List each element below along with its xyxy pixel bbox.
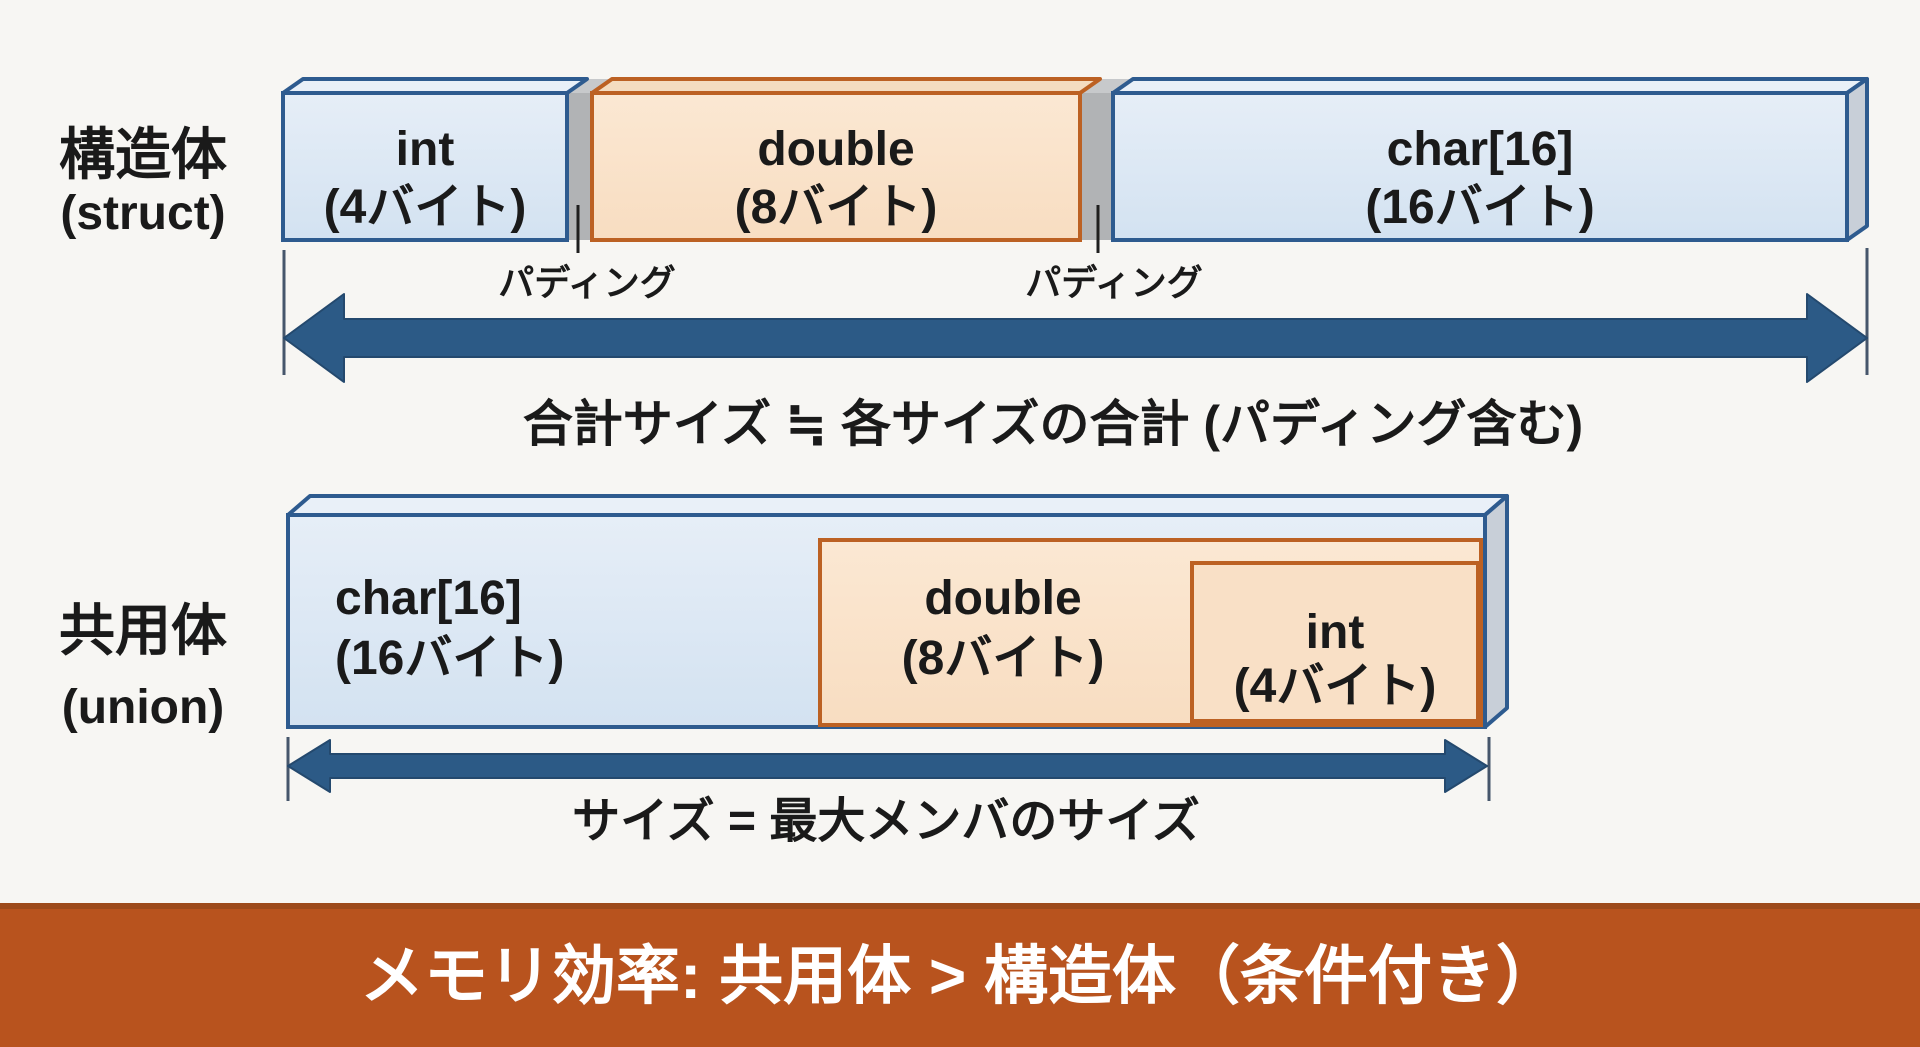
union-int-label: int — [1306, 606, 1365, 659]
union-double-size: (8バイト) — [902, 632, 1105, 685]
union-size-label: サイズ = 最大メンバのサイズ — [572, 795, 1200, 848]
padding-gap-1-top-face — [567, 79, 612, 93]
union-label-en: (union) — [62, 681, 225, 734]
struct-int-box — [281, 91, 569, 242]
padding-label-1: パディング — [498, 262, 675, 303]
struct-double-box — [590, 91, 1082, 242]
struct-label-ja: 構造体 — [59, 123, 227, 186]
banner-background — [0, 903, 1920, 1047]
struct-char-box-top-face — [1111, 77, 1869, 95]
union-char-box-side-face — [1483, 494, 1509, 729]
union-char-size: (16バイト) — [335, 632, 564, 685]
banner-top-edge — [0, 903, 1920, 909]
struct-char-size: (16バイト) — [1365, 181, 1594, 234]
struct-total-double-arrow-icon — [283, 293, 1868, 383]
struct-double-label: double — [757, 123, 914, 176]
union-section: 共用体 (union) char[16] (16バイト) double (8バイ… — [59, 494, 1509, 848]
struct-double-box-top-face — [590, 77, 1102, 95]
struct-section: 構造体 (struct) int (4バイト) double (8バイト) ch… — [59, 77, 1869, 452]
struct-label-en: (struct) — [60, 187, 225, 240]
banner-text: メモリ効率: 共用体 > 構造体（条件付き） — [360, 940, 1560, 1012]
struct-char-label: char[16] — [1387, 123, 1574, 176]
union-int-box — [1190, 561, 1480, 723]
union-char-box-top-face — [286, 494, 1509, 517]
union-label-ja: 共用体 — [59, 599, 227, 662]
padding-gap-2-top-face — [1080, 79, 1133, 93]
struct-char-box-side-face — [1845, 77, 1869, 242]
union-char-label: char[16] — [335, 572, 522, 625]
struct-total-size-label: 合計サイズ ≒ 各サイズの合計 (パディング含む) — [523, 396, 1583, 452]
struct-int-size: (4バイト) — [324, 181, 527, 234]
union-double-label: double — [924, 572, 1081, 625]
struct-double-size: (8バイト) — [735, 181, 938, 234]
bottom-banner: メモリ効率: 共用体 > 構造体（条件付き） — [0, 903, 1920, 1047]
union-size-double-arrow-icon — [287, 739, 1488, 793]
union-int-size: (4バイト) — [1234, 660, 1437, 713]
struct-char-box — [1111, 91, 1849, 242]
struct-int-label: int — [396, 123, 455, 176]
padding-label-2: パディング — [1025, 262, 1202, 303]
struct-int-box-top-face — [281, 77, 589, 95]
